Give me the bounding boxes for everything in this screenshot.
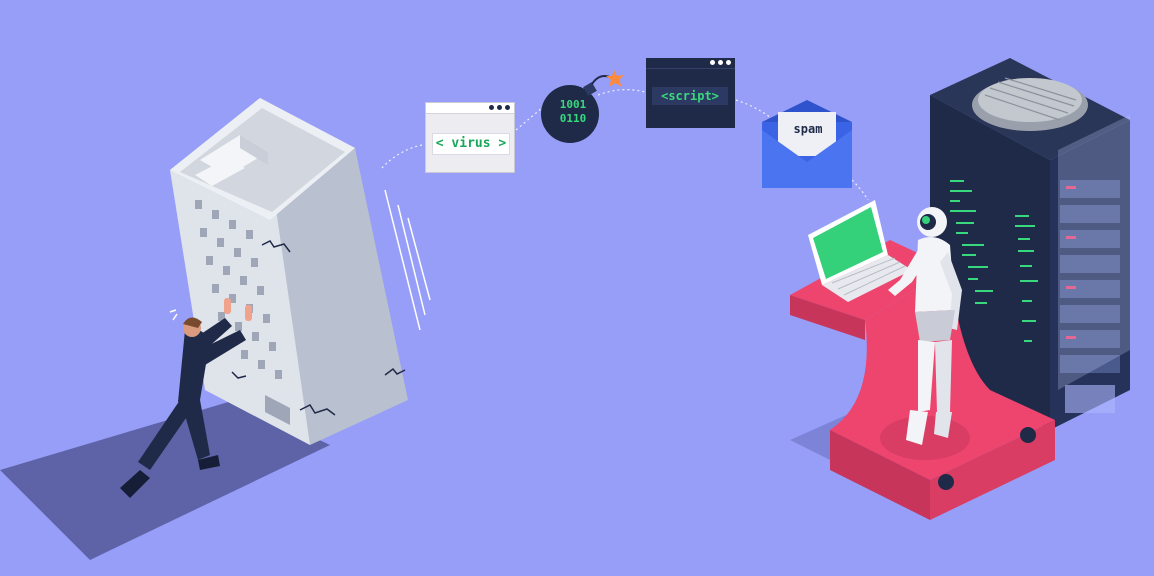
laptop — [808, 200, 912, 302]
window-titlebar — [646, 58, 735, 69]
building-shadow — [0, 400, 330, 560]
bomb-line-1: 1001 — [559, 98, 587, 111]
window-dots-icon — [489, 105, 510, 110]
robot — [888, 207, 962, 445]
building — [170, 98, 408, 445]
motion-lines — [384, 189, 431, 331]
bomb-line-2: 0110 — [559, 112, 587, 125]
script-window: <script> — [646, 58, 735, 128]
businessman — [120, 298, 252, 498]
attack-path — [379, 89, 869, 201]
spam-envelope — [762, 100, 852, 188]
spam-label: spam — [793, 122, 823, 136]
bomb — [541, 70, 624, 143]
script-tag: <script> — [652, 87, 728, 105]
bomb-binary: 1001 0110 — [547, 98, 599, 126]
virus-window: < virus > — [425, 102, 515, 173]
window-titlebar — [426, 103, 514, 114]
virus-tag: < virus > — [432, 133, 510, 155]
window-dots-icon — [710, 60, 731, 65]
